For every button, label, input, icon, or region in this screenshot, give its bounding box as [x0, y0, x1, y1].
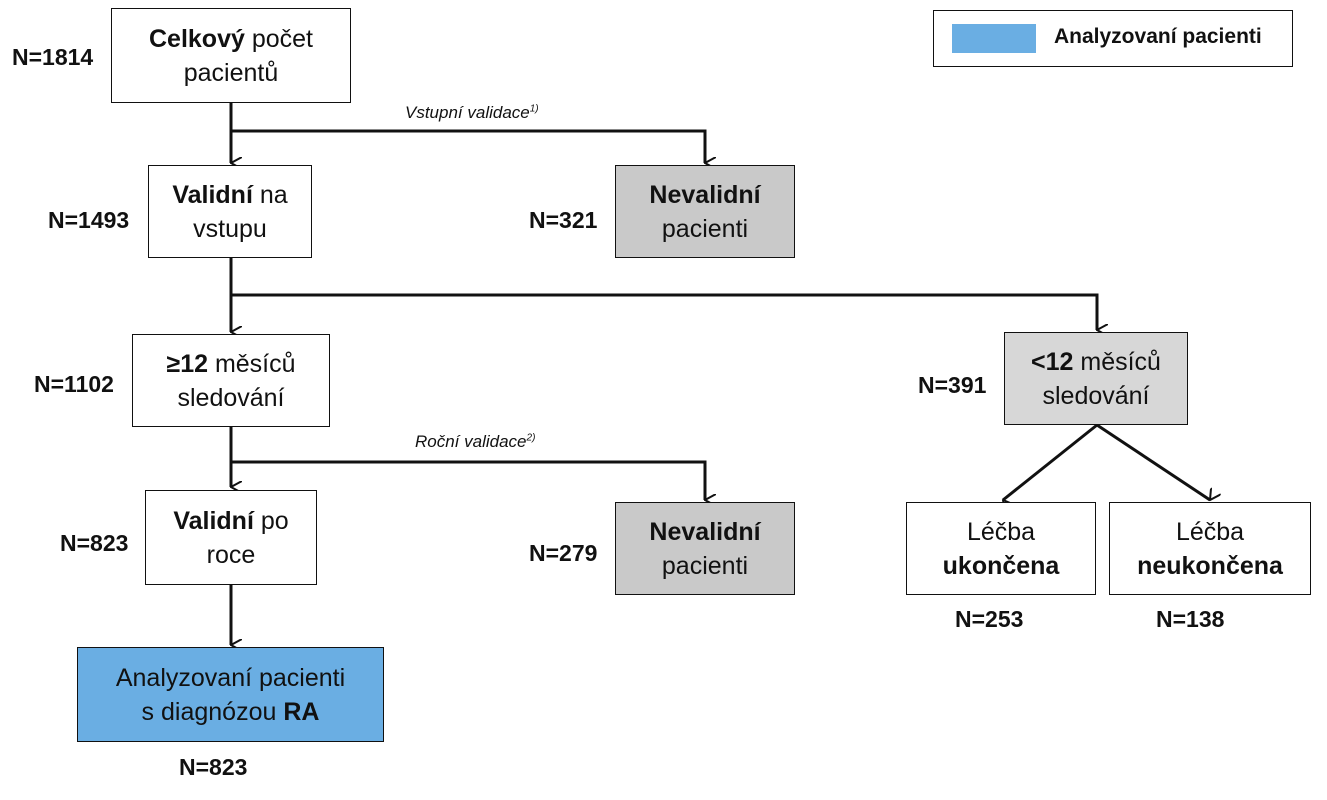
treatment-ended-line1: Léčba: [966, 517, 1036, 546]
analyzed-line2: s diagnózou RA: [141, 697, 320, 726]
legend-label: Analyzovaní pacienti: [1054, 25, 1262, 48]
treatment-not-ended-line2: neukončena: [1137, 551, 1283, 580]
yearly-validation-label: Roční validace2): [415, 432, 536, 451]
legend: Analyzovaní pacienti: [933, 10, 1293, 67]
lt12-count: N=391: [918, 372, 987, 398]
treatment-ended-box: Léčba ukončena: [906, 502, 1096, 595]
invalid-year-count: N=279: [529, 540, 598, 566]
treatment-ended-line2: ukončena: [942, 551, 1060, 580]
total-line1: Celkový počet: [149, 24, 313, 53]
lt12-months-box: <12 měsíců sledování: [1004, 332, 1188, 425]
invalid-year-line2: pacienti: [661, 551, 749, 580]
ge12-line2: sledování: [177, 383, 285, 412]
valid-entry-line2: vstupu: [193, 214, 267, 243]
valid-year-line2: roce: [206, 540, 256, 569]
ge12-count: N=1102: [34, 371, 114, 397]
legend-swatch: [952, 24, 1036, 53]
ge12-months-box: ≥12 měsíců sledování: [132, 334, 330, 427]
valid-year-count: N=823: [60, 530, 129, 556]
invalid-entry-line2: pacienti: [661, 214, 749, 243]
lt12-line1: <12 měsíců: [1031, 347, 1161, 376]
analyzed-count: N=823: [179, 754, 248, 780]
valid-year-line1: Validní po: [173, 506, 289, 535]
total-line2: pacientů: [183, 58, 279, 87]
treatment-ended-count: N=253: [955, 606, 1024, 632]
treatment-not-ended-line1: Léčba: [1175, 517, 1245, 546]
invalid-year-box: Nevalidní pacienti: [615, 502, 795, 595]
treatment-not-ended-count: N=138: [1156, 606, 1225, 632]
invalid-entry-line1: Nevalidní: [649, 180, 761, 209]
lt12-line2: sledování: [1042, 381, 1150, 410]
total-patients-box: Celkový počet pacientů: [111, 8, 351, 103]
entry-validation-label: Vstupní validace1): [405, 103, 539, 122]
ge12-line1: ≥12 měsíců: [166, 349, 296, 378]
treatment-not-ended-box: Léčba neukončena: [1109, 502, 1311, 595]
analyzed-line1: Analyzovaní pacienti: [115, 663, 346, 692]
valid-entry-box: Validní na vstupu: [148, 165, 312, 258]
valid-year-box: Validní po roce: [145, 490, 317, 585]
invalid-entry-box: Nevalidní pacienti: [615, 165, 795, 258]
total-count: N=1814: [12, 44, 94, 70]
invalid-year-line1: Nevalidní: [649, 517, 761, 546]
invalid-entry-count: N=321: [529, 207, 598, 233]
valid-entry-count: N=1493: [48, 207, 130, 233]
analyzed-patients-box: Analyzovaní pacienti s diagnózou RA: [77, 647, 384, 742]
valid-entry-line1: Validní na: [172, 180, 288, 209]
